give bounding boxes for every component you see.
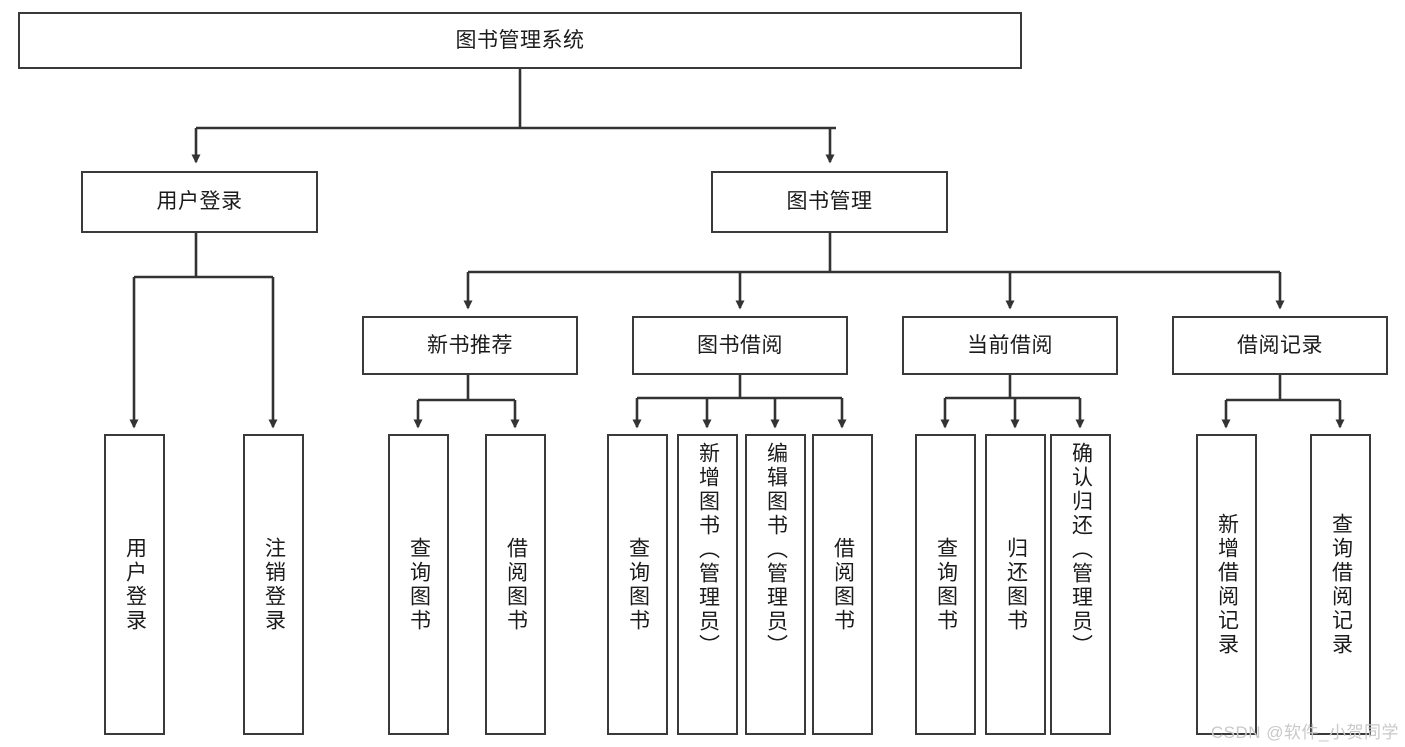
node-user-login[interactable]: 用户登录 — [81, 171, 318, 233]
node-leaf-confirm-return-label: 确认归还（管理员） — [1069, 442, 1093, 658]
node-leaf-edit-book-label: 编辑图书（管理员） — [764, 442, 788, 658]
node-leaf-confirm-return[interactable]: 确认归还（管理员） — [1050, 434, 1111, 735]
node-leaf-query-record[interactable]: 查询借阅记录 — [1310, 434, 1371, 735]
node-leaf-borrow-book-1-label: 借阅图书 — [504, 536, 528, 633]
node-leaf-query-book-3-label: 查询图书 — [934, 536, 958, 633]
node-leaf-logout-login-label: 注销登录 — [262, 536, 286, 633]
node-leaf-return-book-label: 归还图书 — [1004, 536, 1028, 633]
node-borrow-record[interactable]: 借阅记录 — [1172, 316, 1388, 375]
node-leaf-add-book-label: 新增图书（管理员） — [696, 442, 720, 658]
node-leaf-add-book[interactable]: 新增图书（管理员） — [677, 434, 738, 735]
node-leaf-user-login[interactable]: 用户登录 — [104, 434, 165, 735]
node-book-borrow-label: 图书借阅 — [697, 333, 783, 357]
node-book-manage[interactable]: 图书管理 — [711, 171, 948, 233]
node-leaf-query-book-1-label: 查询图书 — [407, 536, 431, 633]
node-leaf-query-record-label: 查询借阅记录 — [1329, 512, 1353, 657]
node-leaf-add-record[interactable]: 新增借阅记录 — [1196, 434, 1257, 735]
node-root-label: 图书管理系统 — [455, 28, 585, 52]
node-borrow-record-label: 借阅记录 — [1237, 333, 1323, 357]
node-leaf-query-book-3[interactable]: 查询图书 — [915, 434, 976, 735]
node-leaf-query-book-1[interactable]: 查询图书 — [388, 434, 449, 735]
node-book-borrow[interactable]: 图书借阅 — [632, 316, 848, 375]
node-current-borrow-label: 当前借阅 — [967, 333, 1053, 357]
node-leaf-borrow-book-2[interactable]: 借阅图书 — [812, 434, 873, 735]
node-leaf-logout-login[interactable]: 注销登录 — [243, 434, 304, 735]
node-leaf-edit-book[interactable]: 编辑图书（管理员） — [745, 434, 806, 735]
node-new-book-recommend-label: 新书推荐 — [427, 333, 513, 357]
node-leaf-add-record-label: 新增借阅记录 — [1215, 512, 1239, 657]
node-leaf-user-login-label: 用户登录 — [123, 536, 147, 633]
node-leaf-query-book-2-label: 查询图书 — [626, 536, 650, 633]
node-leaf-return-book[interactable]: 归还图书 — [985, 434, 1046, 735]
node-user-login-label: 用户登录 — [156, 190, 243, 214]
node-leaf-query-book-2[interactable]: 查询图书 — [607, 434, 668, 735]
node-new-book-recommend[interactable]: 新书推荐 — [362, 316, 578, 375]
node-leaf-borrow-book-2-label: 借阅图书 — [831, 536, 855, 633]
watermark-text: CSDN @软件_小贺同学 — [1210, 723, 1399, 742]
node-root[interactable]: 图书管理系统 — [18, 12, 1022, 69]
node-leaf-borrow-book-1[interactable]: 借阅图书 — [485, 434, 546, 735]
node-book-manage-label: 图书管理 — [786, 190, 873, 214]
node-current-borrow[interactable]: 当前借阅 — [902, 316, 1118, 375]
